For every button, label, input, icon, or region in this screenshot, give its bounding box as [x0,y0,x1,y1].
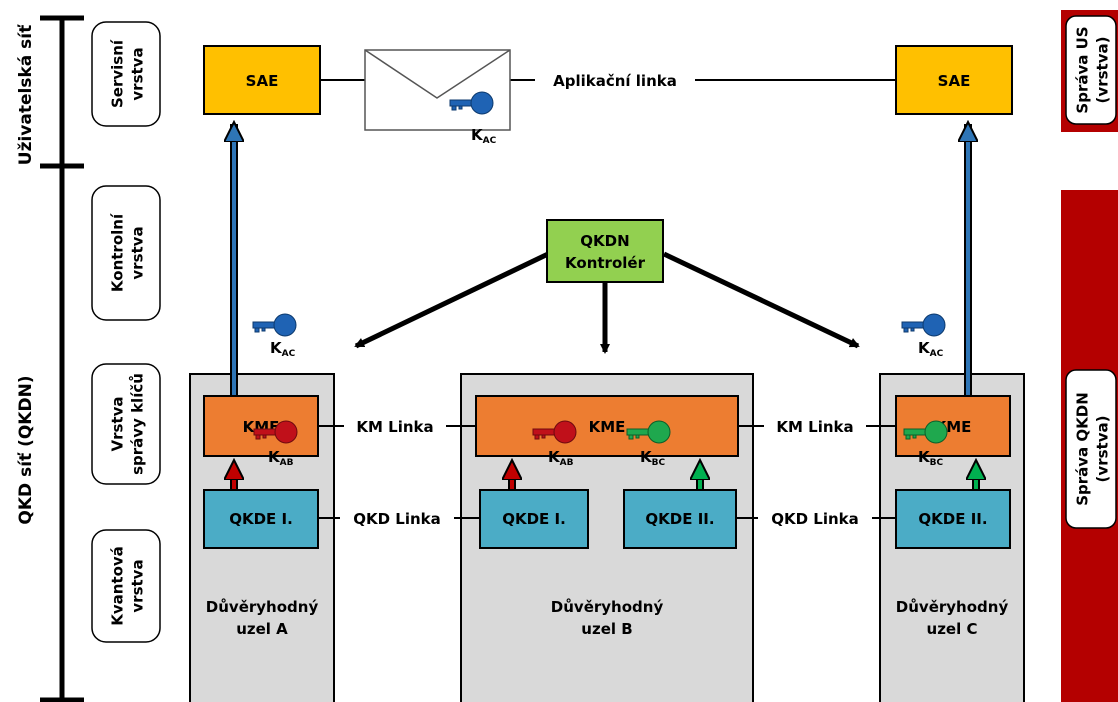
svg-text:QKDE II.: QKDE II. [918,510,987,528]
svg-text:QKDE I.: QKDE I. [229,510,293,528]
key-icon [901,313,946,337]
node-a-label-1: Důvěryhodný [206,598,319,616]
svg-text:správy klíčů: správy klíčů [129,373,147,475]
key-label-envelope: KAC [471,126,497,146]
svg-text:QKDE II.: QKDE II. [645,510,714,528]
node-c-label-2: uzel C [927,620,978,638]
key-icon [252,313,297,337]
svg-text:Správa US: Správa US [1074,26,1092,113]
key-label-right-ac: KAC [918,339,944,359]
layer-pill-control: Kontrolní vrstva [91,185,161,321]
qkde-c: QKDE II. [895,489,1011,549]
key-label-b-ab: KAB [548,448,574,468]
qkde-b2: QKDE II. [623,489,737,549]
node-b-label-1: Důvěryhodný [551,598,664,616]
qkd-link-bc-label: QKD Linka [771,510,859,528]
svg-text:Servisní: Servisní [109,39,127,108]
application-link-label: Aplikační linka [553,72,677,90]
svg-text:SAE: SAE [938,72,971,90]
svg-text:Kontrolní: Kontrolní [109,213,127,292]
svg-text:vrstva: vrstva [129,226,147,279]
sae-left: SAE [203,45,321,115]
svg-text:vrstva: vrstva [129,47,147,100]
kme-c: KME [895,395,1011,457]
node-b-label-2: uzel B [581,620,632,638]
section-bracket [40,15,84,702]
node-a-label-2: uzel A [236,620,288,638]
user-network-label: Uživatelská síť [16,24,36,165]
svg-text:Správa QKDN: Správa QKDN [1074,392,1092,506]
kme-b: KME [475,395,739,457]
svg-text:Kontrolér: Kontrolér [565,254,646,272]
svg-text:Vrstva: Vrstva [109,396,127,451]
key-label-left-ac: KAC [270,339,296,359]
svg-text:QKDE I.: QKDE I. [502,510,566,528]
svg-text:vrstva: vrstva [129,559,147,612]
layer-pill-key-management: Vrstva správy klíčů [91,363,161,485]
svg-text:(vrstva): (vrstva) [1094,416,1112,483]
svg-text:KME: KME [589,418,626,436]
key-label-c-bc: KBC [918,448,943,468]
qkde-b1: QKDE I. [479,489,589,549]
qkdn-controller: QKDN Kontrolér [546,219,664,283]
svg-text:(vrstva): (vrstva) [1094,37,1112,104]
key-label-a-ab: KAB [268,448,294,468]
management-bar-qkdn: Správa QKDN (vrstva) [1061,190,1118,702]
svg-text:QKDN: QKDN [580,232,629,250]
envelope-icon [364,49,511,131]
kme-a: KME [203,395,319,457]
km-link-ab-label: KM Linka [356,418,433,436]
key-label-b-bc: KBC [640,448,665,468]
node-c-label-1: Důvěryhodný [896,598,1009,616]
km-link-bc-label: KM Linka [776,418,853,436]
layer-pill-quantum: Kvantová vrstva [91,529,161,643]
svg-text:Kvantová: Kvantová [109,546,127,626]
svg-text:SAE: SAE [246,72,279,90]
sae-right: SAE [895,45,1013,115]
management-bar-us: Správa US (vrstva) [1061,10,1118,132]
layer-pill-service: Servisní vrstva [91,21,161,127]
qkd-network-label: QKD síť (QKDN) [16,375,36,524]
qkd-link-ab-label: QKD Linka [353,510,441,528]
qkde-a: QKDE I. [203,489,319,549]
